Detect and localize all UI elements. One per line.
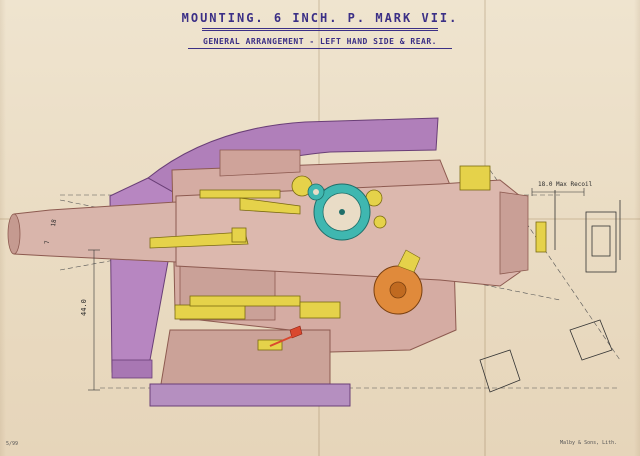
subtitle-underline	[188, 48, 452, 49]
elevation-angle-label-2: 18	[50, 218, 59, 228]
elevation-angle-label-1: 7	[44, 240, 51, 244]
sight-dial	[307, 183, 371, 241]
dimension-lines	[88, 188, 585, 391]
title-underline-double	[202, 30, 438, 31]
height-dimension-label: 44.0	[80, 299, 88, 316]
recoil-dimension-label: 18.0 Max Recoil	[538, 181, 593, 188]
drawing-title: MOUNTING. 6 INCH. P. MARK VII.	[181, 11, 459, 25]
drawing-subtitle: GENERAL ARRANGEMENT - LEFT HAND SIDE & R…	[203, 37, 437, 46]
firing-lever	[269, 325, 303, 347]
corner-catalogue-mark: 5/99	[6, 441, 19, 447]
rear-view-sketch	[479, 190, 621, 393]
printer-imprint: Malby & Sons, Lith.	[560, 440, 618, 446]
title-underline	[202, 28, 438, 29]
pedestal	[149, 329, 351, 407]
brass-mechanisms	[149, 165, 547, 351]
elevating-gear	[373, 249, 423, 315]
